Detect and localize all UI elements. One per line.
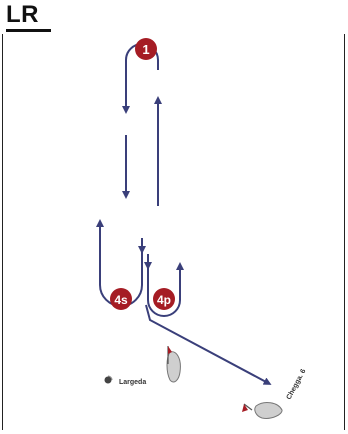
- committee-boat-left: [166, 346, 181, 383]
- mark-1: 1: [135, 38, 157, 60]
- pin-end-label: Largeda: [119, 379, 146, 386]
- mark-4s: 4s: [110, 288, 132, 310]
- mark-4p-label: 4p: [157, 293, 171, 307]
- mark-4p: 4p: [153, 288, 175, 310]
- gate-4p-rounding-path: [147, 262, 181, 317]
- course-title: LR: [6, 1, 39, 28]
- finish-leg-path: [145, 304, 272, 385]
- left-border: [2, 34, 3, 430]
- mark-1-label: 1: [142, 42, 149, 57]
- committee-boat-right: [242, 402, 283, 419]
- mark-4s-label: 4s: [114, 293, 128, 307]
- right-border: [344, 34, 345, 430]
- pin-end-mark: [104, 375, 113, 384]
- committee-end-label: Chegga. 6: [286, 368, 308, 401]
- title-underline: [6, 29, 51, 32]
- committee-end-label-group: Chegga. 6: [286, 368, 308, 401]
